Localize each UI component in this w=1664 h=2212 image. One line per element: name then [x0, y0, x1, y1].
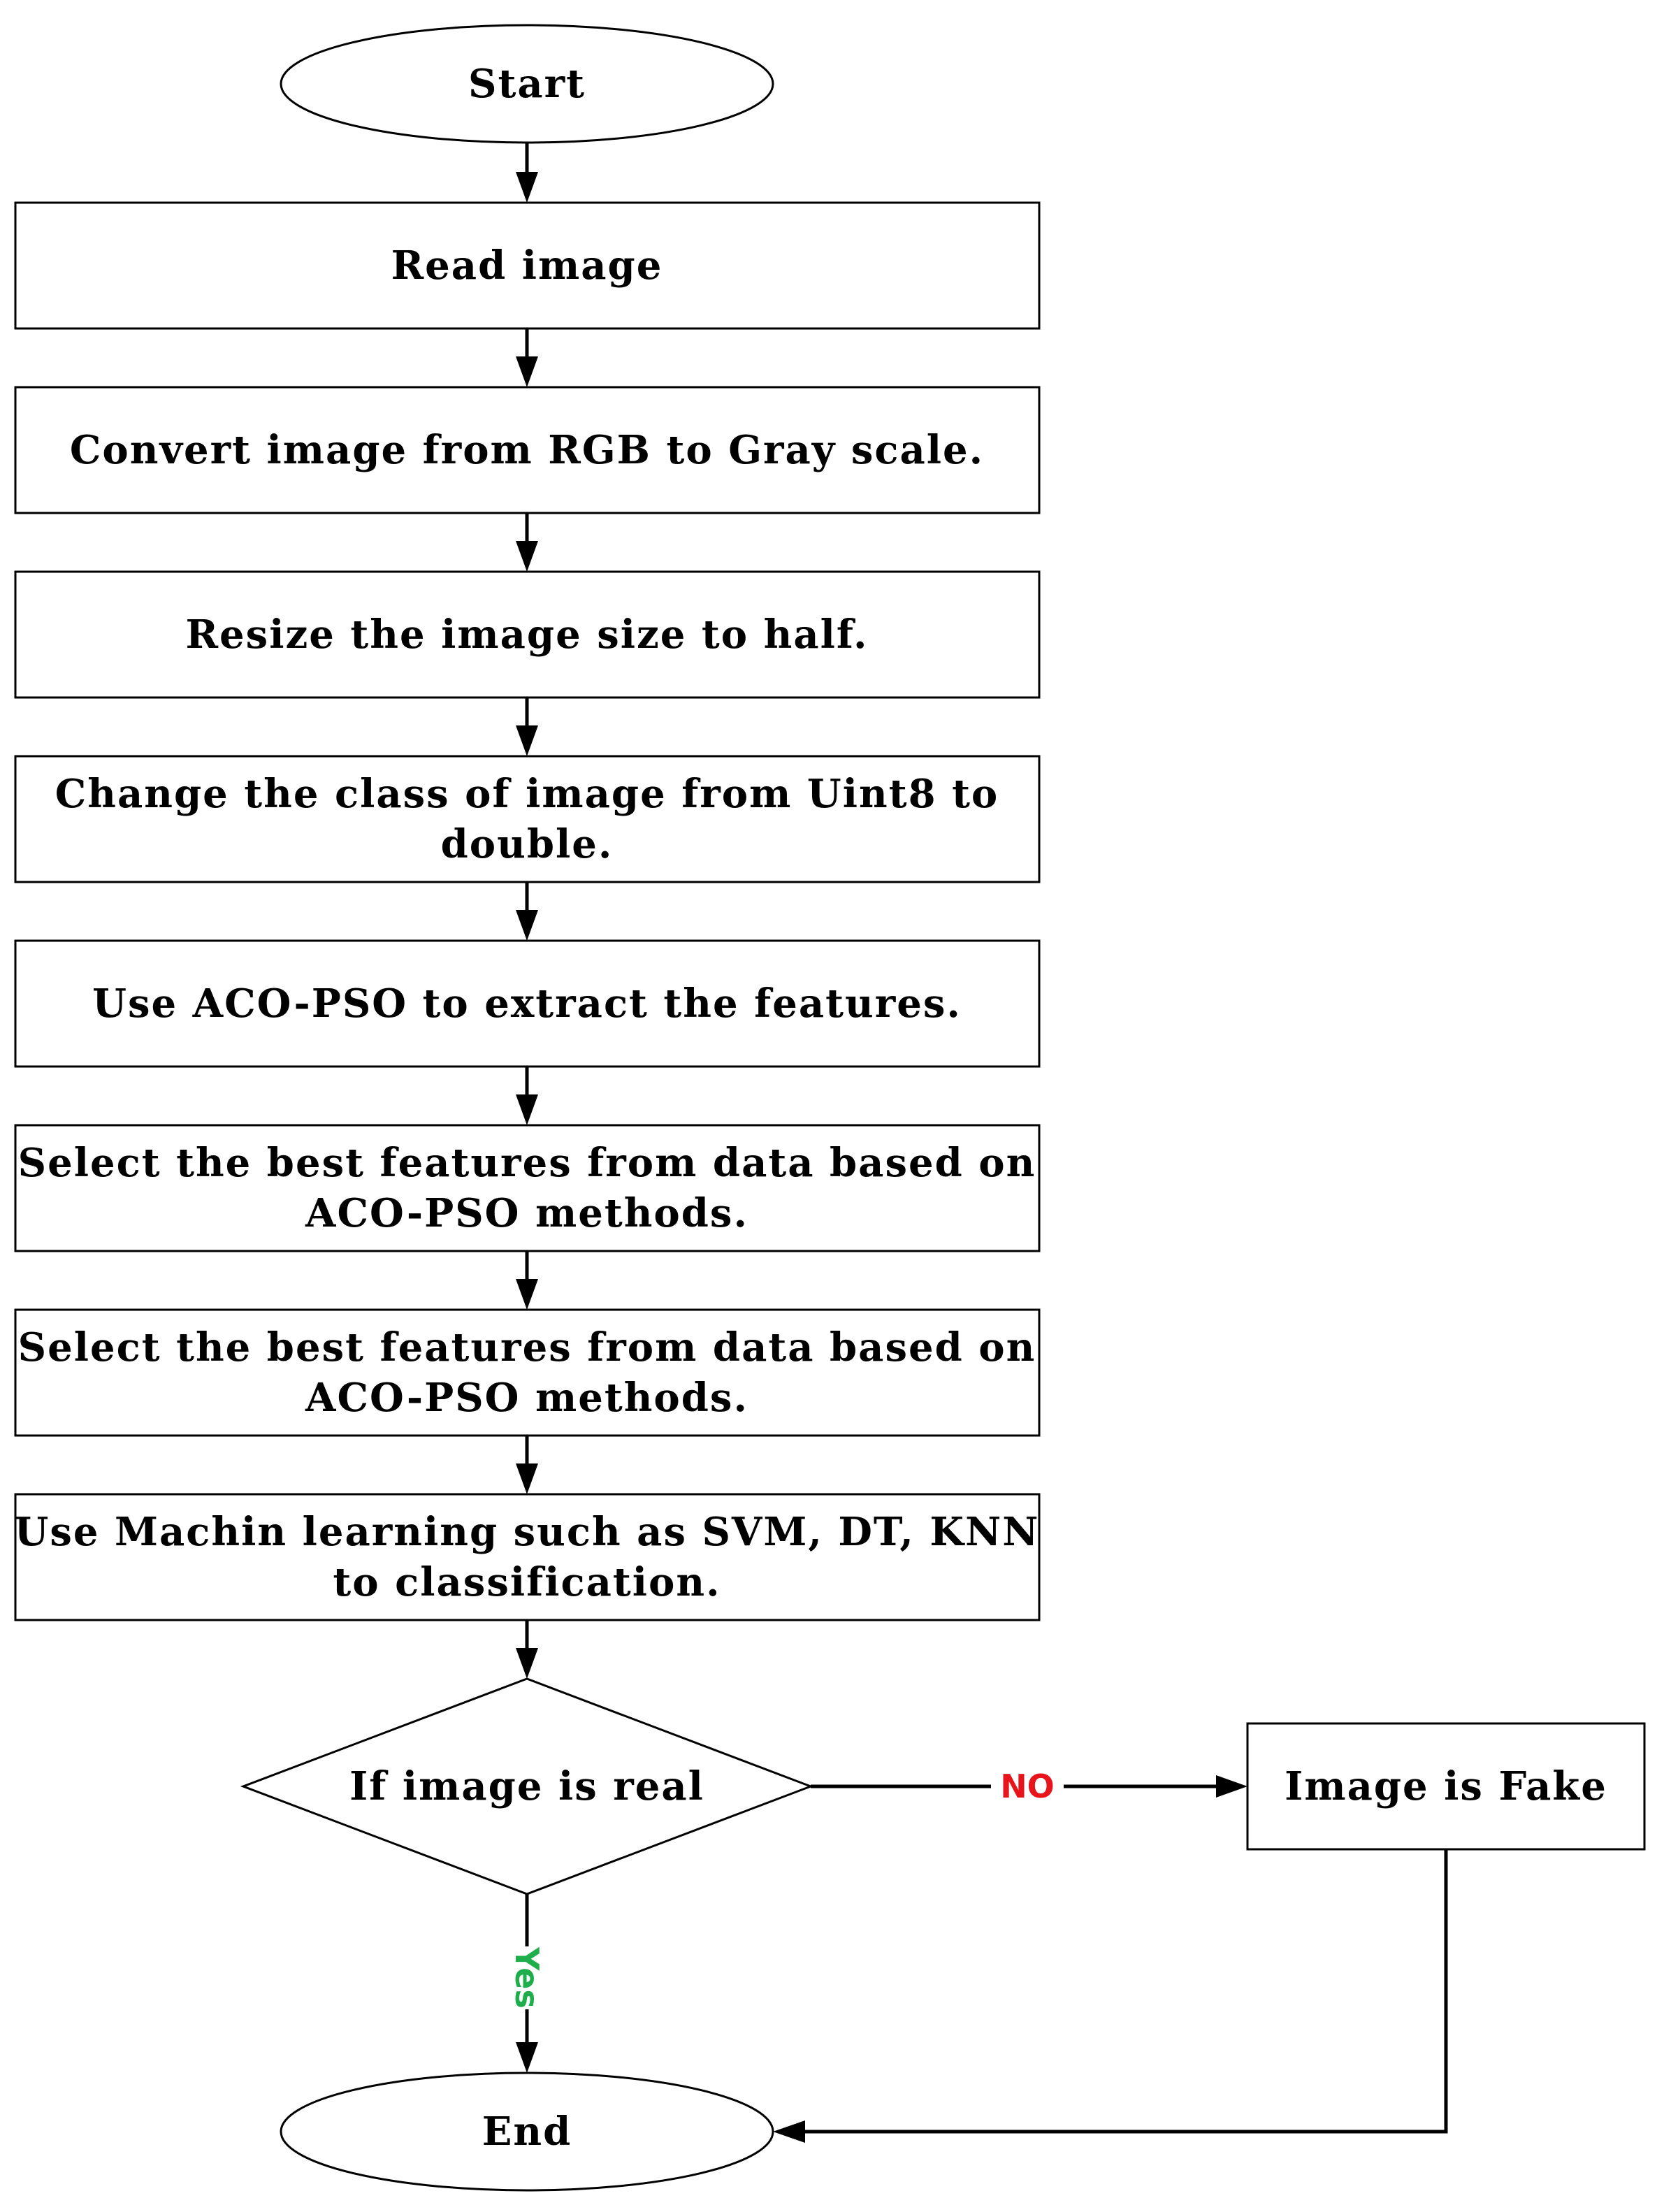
fake-to-end-edge — [805, 1849, 1448, 2134]
no-edge-arrowhead — [1216, 1775, 1247, 1798]
decision-label: If image is real — [349, 1763, 704, 1809]
process-step-7-line-1: Select the best features from data based… — [18, 1324, 1036, 1371]
process-step-1-box — [14, 201, 1041, 330]
process-step-6-line-2: ACO-PSO methods. — [305, 1190, 748, 1236]
process-step-3-line-1: Resize the image size to half. — [186, 612, 869, 658]
process-step-5-box — [14, 939, 1041, 1068]
process-step-1-line-1: Read image — [391, 243, 663, 289]
yes-label-backdrop — [510, 1946, 544, 2009]
process-step-4-line-1: Change the class of image from Uint8 to — [55, 771, 999, 817]
step-8-to-decision-edge-arrowhead — [516, 1648, 538, 1679]
process-step-2-line-1: Convert image from RGB to Gray scale. — [70, 427, 984, 473]
process-step-7-box — [14, 1308, 1041, 1437]
fake-result-box — [1246, 1722, 1646, 1851]
step-1-to-step-2-edge-arrowhead — [516, 356, 538, 387]
step-7-to-step-8-edge-arrowhead — [516, 1463, 538, 1494]
end-label: End — [482, 2109, 572, 2155]
process-step-8-line-1: Use Machin learning such as SVM, DT, KNN — [15, 1509, 1040, 1555]
step-4-to-step-5-edge-arrowhead — [516, 910, 538, 941]
process-step-7-line-2: ACO-PSO methods. — [305, 1375, 748, 1421]
step-3-to-step-4-edge-arrowhead — [516, 725, 538, 756]
connectors — [516, 143, 538, 1679]
process-step-6-line-1: Select the best features from data based… — [18, 1140, 1036, 1186]
start-label: Start — [468, 61, 586, 107]
process-step-8-box — [14, 1493, 1041, 1621]
process-step-8-line-2: to classification. — [333, 1559, 721, 1605]
no-edge-label: NO — [1000, 1768, 1055, 1805]
step-6-to-step-7-edge-arrowhead — [516, 1279, 538, 1310]
step-2-to-step-3-edge-arrowhead — [516, 541, 538, 572]
fake-result-label: Image is Fake — [1285, 1763, 1607, 1809]
yes-edge-label: Yes — [508, 1946, 546, 2009]
start-to-step-1-edge-arrowhead — [516, 172, 538, 203]
process-step-2-box — [14, 386, 1041, 514]
process-step-5-line-1: Use ACO-PSO to extract the features. — [92, 981, 962, 1027]
fake-to-end-arrowhead — [773, 2120, 805, 2143]
end-terminal — [280, 2072, 774, 2192]
process-step-4-line-2: double. — [441, 821, 614, 867]
process-step-4-box — [14, 755, 1041, 883]
step-5-to-step-6-edge-arrowhead — [516, 1094, 538, 1125]
yes-edge-arrowhead — [516, 2042, 538, 2073]
no-label-backdrop — [991, 1765, 1064, 1807]
